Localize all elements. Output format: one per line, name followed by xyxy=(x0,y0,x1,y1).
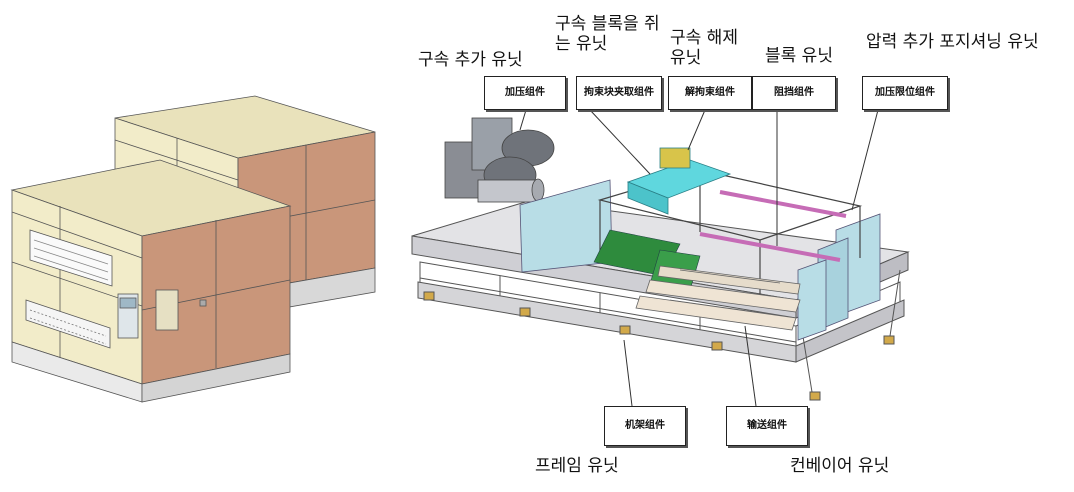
callout-unclamp: 解拘束组件 xyxy=(668,76,752,110)
callout-block: 阻挡组件 xyxy=(752,76,836,110)
leader-lines xyxy=(519,109,879,407)
side-panels xyxy=(519,179,881,341)
label-block-unit: 블록 유닛 xyxy=(765,46,833,66)
pink-rails xyxy=(699,190,847,262)
label-clamp-release-unit: 구속 해제 유닛 xyxy=(670,28,738,68)
cyan-clamp-assembly xyxy=(626,147,732,215)
pressurize-motors xyxy=(444,117,555,203)
conveyor-rollers xyxy=(635,265,801,331)
control-cabinets-illustration xyxy=(10,95,376,403)
front-cabinet xyxy=(10,159,292,403)
label-conveyor-unit: 컨베이어 유닛 xyxy=(790,456,890,476)
callout-pressurize: 加压组件 xyxy=(484,76,566,110)
callout-pressure-limit: 加压限位组件 xyxy=(862,76,948,110)
label-clamp-add-unit: 구속 추가 유닛 xyxy=(418,50,523,70)
label-pressure-positioning-unit: 압력 추가 포지셔닝 유닛 xyxy=(866,32,1039,52)
label-frame-unit: 프레임 유닛 xyxy=(535,456,619,476)
callout-clamp-block-grip: 拘束块夹取组件 xyxy=(576,76,662,110)
label-clamp-block-grip-unit: 구속 블록을 쥐는 유닛 xyxy=(555,14,660,54)
callout-conveyor: 输送组件 xyxy=(726,406,808,446)
machine-illustration xyxy=(411,117,910,401)
callout-frame: 机架组件 xyxy=(604,406,686,446)
